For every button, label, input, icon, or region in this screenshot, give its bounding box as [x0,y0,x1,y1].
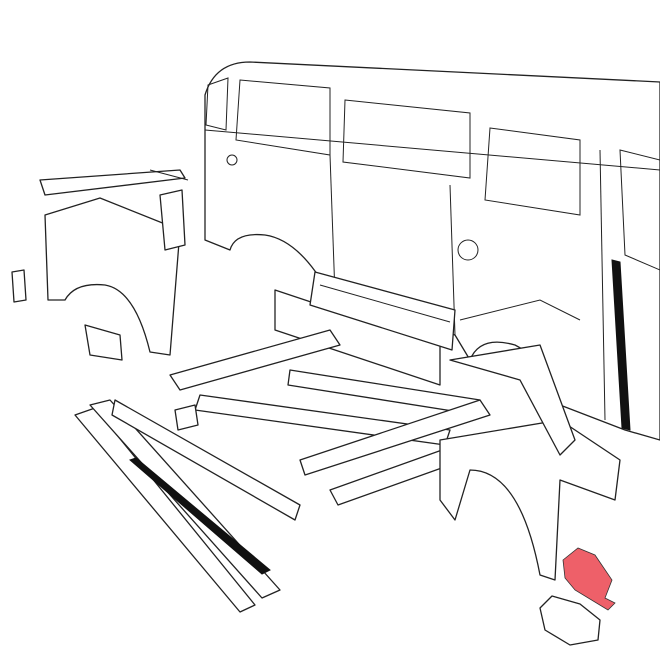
rear-arch-assembly [439,344,621,581]
rear-quarter-panel [11,169,189,361]
highlighted-part[interactable] [562,547,616,611]
side-rails [74,399,301,613]
van-body [204,61,660,441]
sill-panels [274,271,456,386]
lower-bracket-part [539,595,601,646]
